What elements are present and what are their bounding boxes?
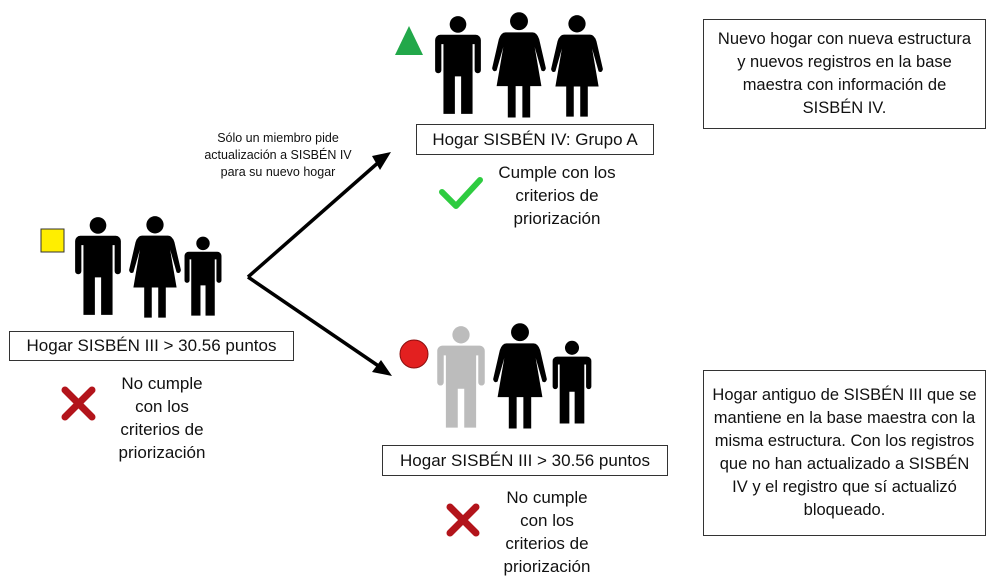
old-home-family	[437, 323, 592, 429]
criteria-line: criterios de	[515, 186, 599, 205]
cross-icon	[446, 503, 480, 537]
criteria-line: criterios de	[505, 534, 589, 553]
old-home-label: Hogar SISBÉN III > 30.56 puntos	[382, 445, 668, 476]
origin-criteria: No cumple con los criterios de priorizac…	[97, 372, 227, 464]
red-circle-icon	[399, 339, 429, 369]
yellow-square-icon	[40, 228, 65, 253]
criteria-line: con los	[520, 511, 574, 530]
criteria-line: priorización	[503, 557, 591, 576]
arrowhead-down	[372, 360, 392, 376]
woman-icon	[492, 12, 546, 118]
old-home-note: Hogar antiguo de SISBÉN III que se manti…	[703, 370, 986, 536]
new-home-label: Hogar SISBÉN IV: Grupo A	[416, 124, 654, 155]
woman-icon	[129, 216, 181, 318]
criteria-line: No cumple	[121, 374, 203, 393]
arrow-to-old-home	[247, 275, 381, 369]
arrowhead-up	[372, 152, 391, 170]
new-home-family	[435, 12, 603, 118]
check-icon	[439, 177, 483, 209]
criteria-line: Cumple con los	[498, 163, 616, 182]
criteria-line: priorización	[118, 443, 206, 462]
criteria-line: criterios de	[120, 420, 204, 439]
criteria-line: No cumple	[506, 488, 588, 507]
new-home-note: Nuevo hogar con nueva estructura y nuevo…	[703, 19, 986, 129]
arrow-note-line: actualización a SISBÉN IV	[204, 148, 352, 162]
old-home-criteria: No cumple con los criterios de priorizac…	[482, 486, 612, 578]
origin-home-label: Hogar SISBÉN III > 30.56 puntos	[9, 331, 294, 361]
woman-icon	[493, 323, 547, 429]
origin-family	[75, 216, 222, 318]
child-icon	[184, 236, 222, 316]
arrow-to-new-home	[246, 159, 382, 279]
new-home-criteria: Cumple con los criterios de priorización	[482, 161, 632, 230]
woman-icon	[551, 15, 603, 117]
arrow-note: Sólo un miembro pide actualización a SIS…	[178, 130, 378, 181]
criteria-line: con los	[135, 397, 189, 416]
man-icon	[437, 326, 485, 428]
child-icon	[552, 340, 592, 424]
green-triangle-icon	[395, 26, 423, 55]
arrow-note-line: para su nuevo hogar	[220, 165, 336, 179]
arrow-note-line: Sólo un miembro pide	[217, 131, 339, 145]
cross-icon	[61, 386, 96, 421]
man-icon	[75, 217, 121, 315]
criteria-line: priorización	[513, 209, 601, 228]
branch-arrows	[246, 159, 382, 369]
man-icon	[435, 16, 481, 114]
